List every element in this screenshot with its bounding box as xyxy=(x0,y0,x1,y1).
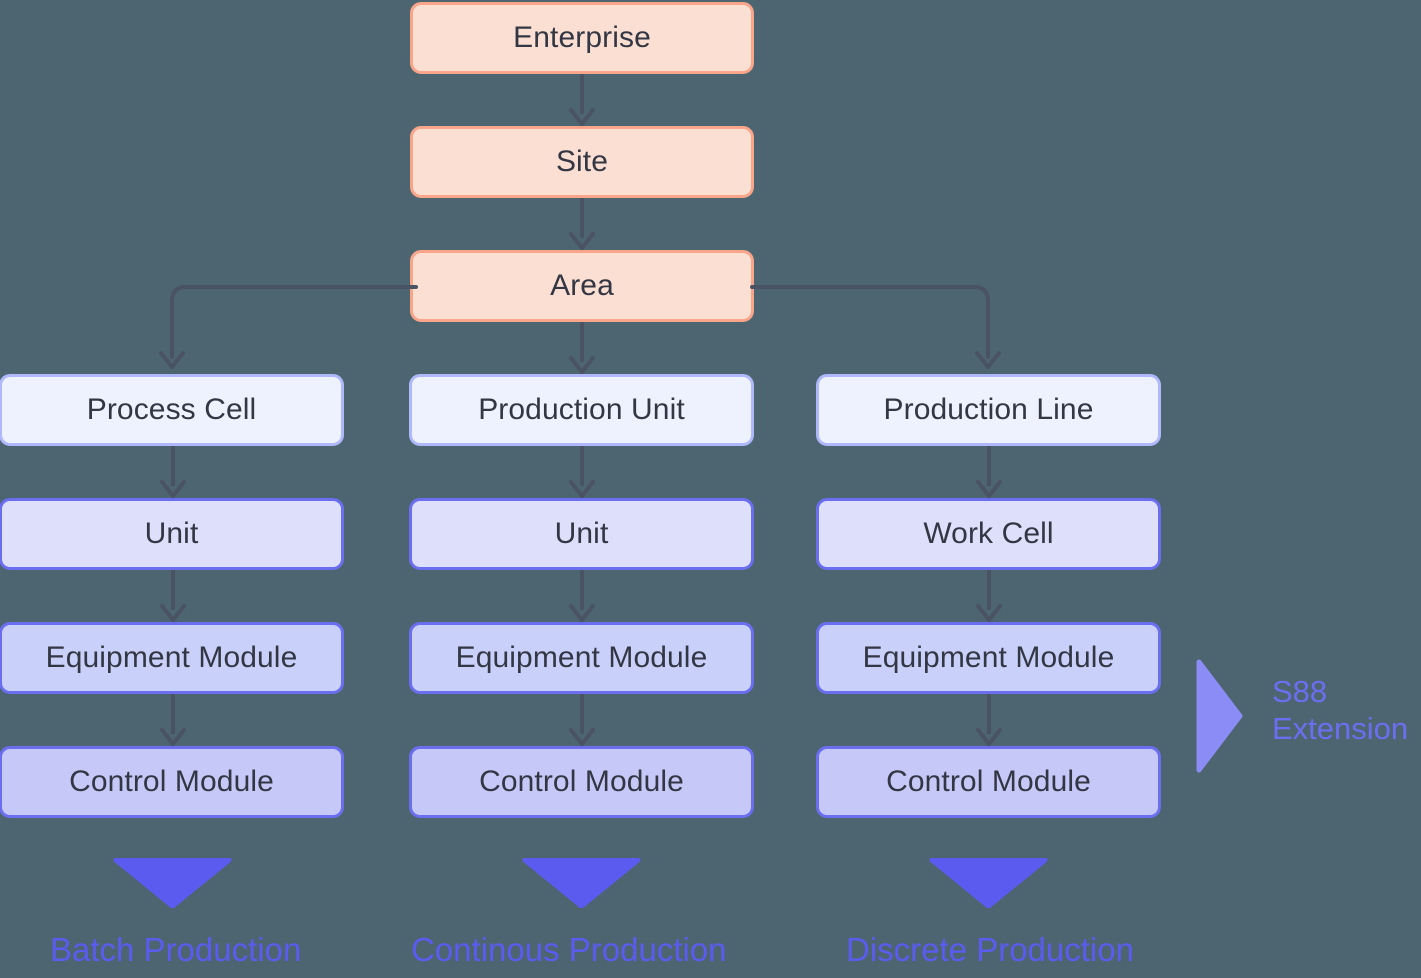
node-work-cell-label: Work Cell xyxy=(923,517,1054,550)
node-continuous-unit[interactable]: Unit xyxy=(409,498,754,570)
connector-discrete-equipment-to-control-module xyxy=(973,694,1005,746)
connector-area-to-process-cell xyxy=(159,275,420,375)
node-discrete-control-module[interactable]: Control Module xyxy=(816,746,1161,818)
node-site[interactable]: Site xyxy=(410,126,754,198)
continuous-production-arrow-icon xyxy=(521,857,642,909)
connector-production-line-to-work-cell xyxy=(973,446,1005,498)
node-batch-unit-label: Unit xyxy=(144,517,199,550)
connector-area-to-production-unit xyxy=(566,322,598,374)
connector-site-to-area xyxy=(566,198,598,250)
node-discrete-control-module-label: Control Module xyxy=(886,765,1091,798)
node-area-label: Area xyxy=(550,269,614,302)
connector-continuous-unit-to-equipment-module xyxy=(566,570,598,622)
node-enterprise[interactable]: Enterprise xyxy=(410,2,754,74)
caption-discrete-production: Discrete Production xyxy=(846,931,1134,968)
caption-batch-production: Batch Production xyxy=(50,931,302,968)
node-production-unit[interactable]: Production Unit xyxy=(409,374,754,446)
node-production-line[interactable]: Production Line xyxy=(816,374,1161,446)
node-continuous-control-module[interactable]: Control Module xyxy=(409,746,754,818)
node-batch-control-module[interactable]: Control Module xyxy=(0,746,344,818)
node-process-cell-label: Process Cell xyxy=(86,393,257,426)
node-area[interactable]: Area xyxy=(410,250,754,322)
node-continuous-control-module-label: Control Module xyxy=(479,765,684,798)
node-process-cell[interactable]: Process Cell xyxy=(0,374,344,446)
node-discrete-equipment-module-label: Equipment Module xyxy=(862,641,1115,674)
node-batch-equipment-module-label: Equipment Module xyxy=(45,641,298,674)
node-batch-unit[interactable]: Unit xyxy=(0,498,344,570)
connector-process-cell-to-unit xyxy=(157,446,189,498)
node-batch-control-module-label: Control Module xyxy=(69,765,274,798)
s88-extension-label-line1: S88 xyxy=(1272,674,1328,709)
s88-extension-label-line2: Extension xyxy=(1272,710,1409,746)
node-production-unit-label: Production Unit xyxy=(478,393,685,426)
s88-extension-arrow-icon xyxy=(1196,658,1244,774)
connector-batch-equipment-to-control-module xyxy=(157,694,189,746)
discrete-production-arrow-icon xyxy=(928,857,1049,909)
connector-continuous-equipment-to-control-module xyxy=(566,694,598,746)
connector-production-unit-to-unit xyxy=(566,446,598,498)
connector-batch-unit-to-equipment-module xyxy=(157,570,189,622)
connector-enterprise-to-site xyxy=(566,74,598,126)
batch-production-arrow-icon xyxy=(112,857,233,909)
node-discrete-equipment-module[interactable]: Equipment Module xyxy=(816,622,1161,694)
node-batch-equipment-module[interactable]: Equipment Module xyxy=(0,622,344,694)
node-site-label: Site xyxy=(555,145,609,178)
node-work-cell[interactable]: Work Cell xyxy=(816,498,1161,570)
connector-area-to-production-line xyxy=(748,275,1008,375)
node-continuous-equipment-module-label: Equipment Module xyxy=(455,641,708,674)
node-continuous-unit-label: Unit xyxy=(554,517,609,550)
node-production-line-label: Production Line xyxy=(883,393,1094,426)
s88-extension-label: S88 Extension xyxy=(1272,674,1408,747)
node-continuous-equipment-module[interactable]: Equipment Module xyxy=(409,622,754,694)
connector-work-cell-to-equipment-module xyxy=(973,570,1005,622)
caption-continuous-production: Continous Production xyxy=(411,931,727,968)
node-enterprise-label: Enterprise xyxy=(513,21,651,54)
